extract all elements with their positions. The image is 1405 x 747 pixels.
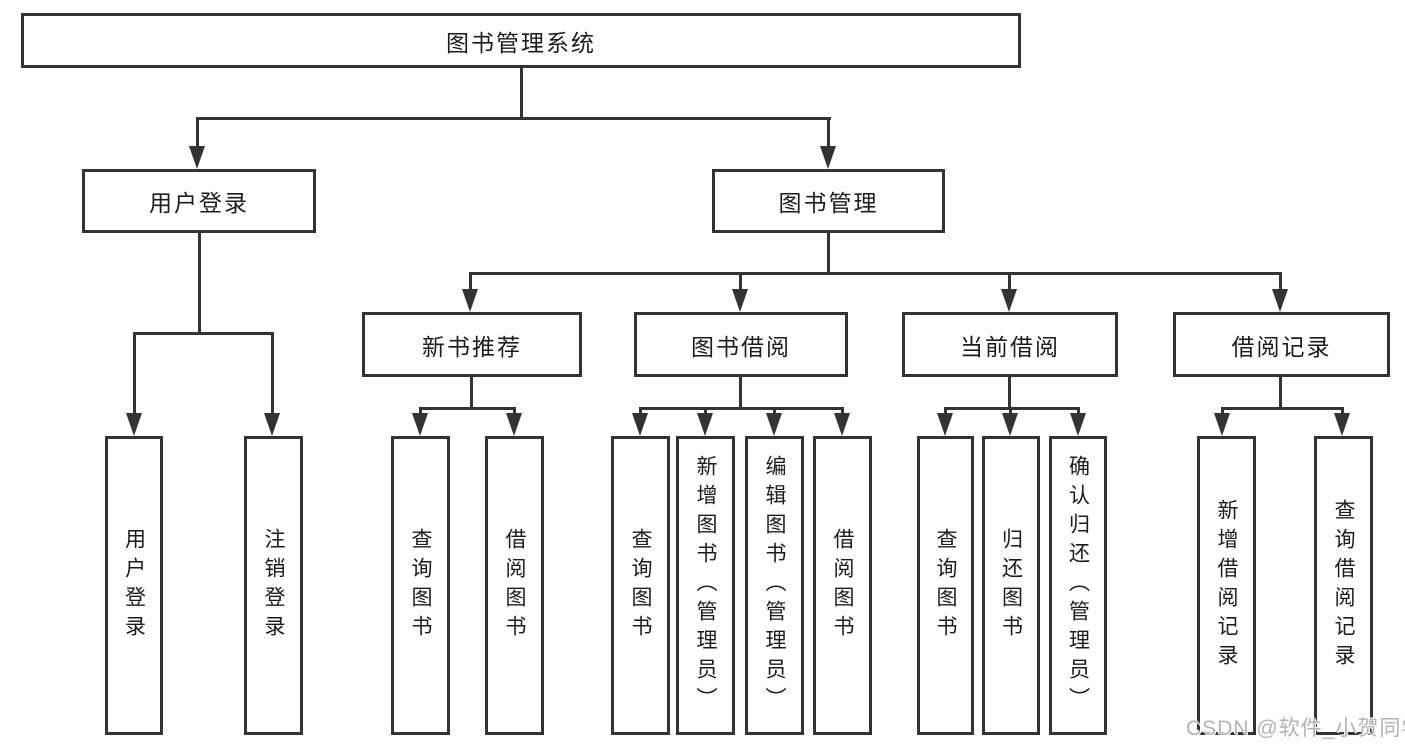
node-borrow-records-label: 借阅记录 <box>1231 333 1332 360</box>
connector-line <box>739 272 742 294</box>
connector-line <box>198 231 201 335</box>
node-borrow-records: 借阅记录 <box>1173 312 1390 377</box>
node-new-book-recommend: 新书推荐 <box>362 312 582 377</box>
leaf-query-books-current: 查询图书 <box>917 436 974 735</box>
connector-line <box>739 375 742 410</box>
connector-line <box>520 66 523 120</box>
arrow-down-icon <box>732 289 748 312</box>
leaf-return-book-label: 归还图书 <box>999 527 1023 644</box>
leaf-borrow-books-borrowing: 借阅图书 <box>813 436 872 735</box>
arrow-down-icon <box>766 413 782 436</box>
connector-line <box>133 332 136 416</box>
connector-line <box>196 117 831 120</box>
node-current-borrowing: 当前借阅 <box>902 312 1118 377</box>
node-new-book-recommend-label: 新书推荐 <box>422 333 522 360</box>
leaf-add-borrow-record: 新增借阅记录 <box>1197 436 1256 735</box>
leaf-borrow-books-recommend-label: 借阅图书 <box>503 527 526 644</box>
node-user-login: 用户登录 <box>82 169 316 233</box>
connector-line <box>513 407 516 418</box>
leaf-add-borrow-record-label: 新增借阅记录 <box>1215 498 1238 673</box>
arrow-down-icon <box>1070 413 1086 436</box>
arrow-down-icon <box>462 289 478 312</box>
arrow-down-icon <box>1002 413 1018 436</box>
connector-line <box>470 375 473 410</box>
leaf-confirm-return-admin-label: 确认归还（管理员） <box>1066 455 1090 716</box>
leaf-query-borrow-record: 查询借阅记录 <box>1314 436 1373 735</box>
arrow-down-icon <box>412 413 428 436</box>
leaf-edit-book-admin-label: 编辑图书（管理员） <box>763 455 786 716</box>
connector-line <box>1279 272 1282 294</box>
leaf-user-login-label: 用户登录 <box>122 527 146 644</box>
leaf-query-books-borrowing-label: 查询图书 <box>629 527 652 644</box>
node-book-borrowing-label: 图书借阅 <box>691 333 791 360</box>
leaf-confirm-return-admin: 确认归还（管理员） <box>1049 436 1107 735</box>
leaf-logout-label: 注销登录 <box>262 527 285 644</box>
node-current-borrowing-label: 当前借阅 <box>960 333 1060 360</box>
arrow-down-icon <box>820 146 836 169</box>
connector-line <box>944 407 1080 410</box>
arrow-down-icon <box>632 413 648 436</box>
connector-line <box>419 407 516 410</box>
root-node-library-management-system: 图书管理系统 <box>21 13 1021 68</box>
arrow-down-icon <box>264 413 280 436</box>
arrow-down-icon <box>506 413 522 436</box>
connector-line <box>1008 375 1011 410</box>
connector-line <box>639 407 844 410</box>
connector-line <box>841 407 844 418</box>
leaf-logout: 注销登录 <box>244 436 303 735</box>
node-book-borrowing: 图书借阅 <box>634 312 848 377</box>
leaf-query-books-recommend-label: 查询图书 <box>409 527 432 644</box>
leaf-edit-book-admin: 编辑图书（管理员） <box>745 436 804 735</box>
connector-line <box>944 407 947 418</box>
leaf-query-books-recommend: 查询图书 <box>391 436 450 735</box>
connector-line <box>133 332 274 335</box>
connector-line <box>773 407 776 418</box>
arrow-down-icon <box>834 413 850 436</box>
root-node-label: 图书管理系统 <box>446 29 596 56</box>
leaf-query-books-borrowing: 查询图书 <box>611 436 670 735</box>
connector-line <box>271 332 274 416</box>
node-user-login-label: 用户登录 <box>149 190 249 216</box>
connector-line <box>469 272 1282 275</box>
connector-line <box>1341 407 1344 418</box>
connector-line <box>1279 375 1282 410</box>
leaf-borrow-books-recommend: 借阅图书 <box>485 436 544 735</box>
leaf-borrow-books-borrowing-label: 借阅图书 <box>831 527 854 644</box>
connector-line <box>1009 407 1012 418</box>
arrow-down-icon <box>1001 289 1017 312</box>
connector-line <box>419 407 422 418</box>
arrow-down-icon <box>126 413 142 436</box>
arrow-down-icon <box>937 413 953 436</box>
arrow-down-icon <box>1272 289 1288 312</box>
connector-line <box>827 117 830 150</box>
connector-line <box>827 231 830 275</box>
arrow-down-icon <box>1334 413 1350 436</box>
connector-line <box>639 407 642 418</box>
connector-line <box>1077 407 1080 418</box>
csdn-watermark: CSDN @软件_小贺同学 <box>1186 717 1405 740</box>
connector-line <box>1221 407 1224 418</box>
connector-line <box>1008 272 1011 294</box>
arrow-down-icon <box>697 413 713 436</box>
leaf-query-borrow-record-label: 查询借阅记录 <box>1332 498 1355 673</box>
node-book-management-label: 图书管理 <box>778 190 879 216</box>
arrow-down-icon <box>1214 413 1230 436</box>
leaf-return-book: 归还图书 <box>982 436 1040 735</box>
arrow-down-icon <box>189 146 205 169</box>
leaf-add-book-admin-label: 新增图书（管理员） <box>694 455 717 716</box>
leaf-query-books-current-label: 查询图书 <box>934 527 957 644</box>
connector-line <box>704 407 707 418</box>
leaf-user-login: 用户登录 <box>105 436 163 735</box>
connector-line <box>469 272 472 294</box>
node-book-management: 图书管理 <box>712 169 945 233</box>
connector-line <box>1221 407 1343 410</box>
connector-line <box>196 117 199 150</box>
leaf-add-book-admin: 新增图书（管理员） <box>676 436 735 735</box>
